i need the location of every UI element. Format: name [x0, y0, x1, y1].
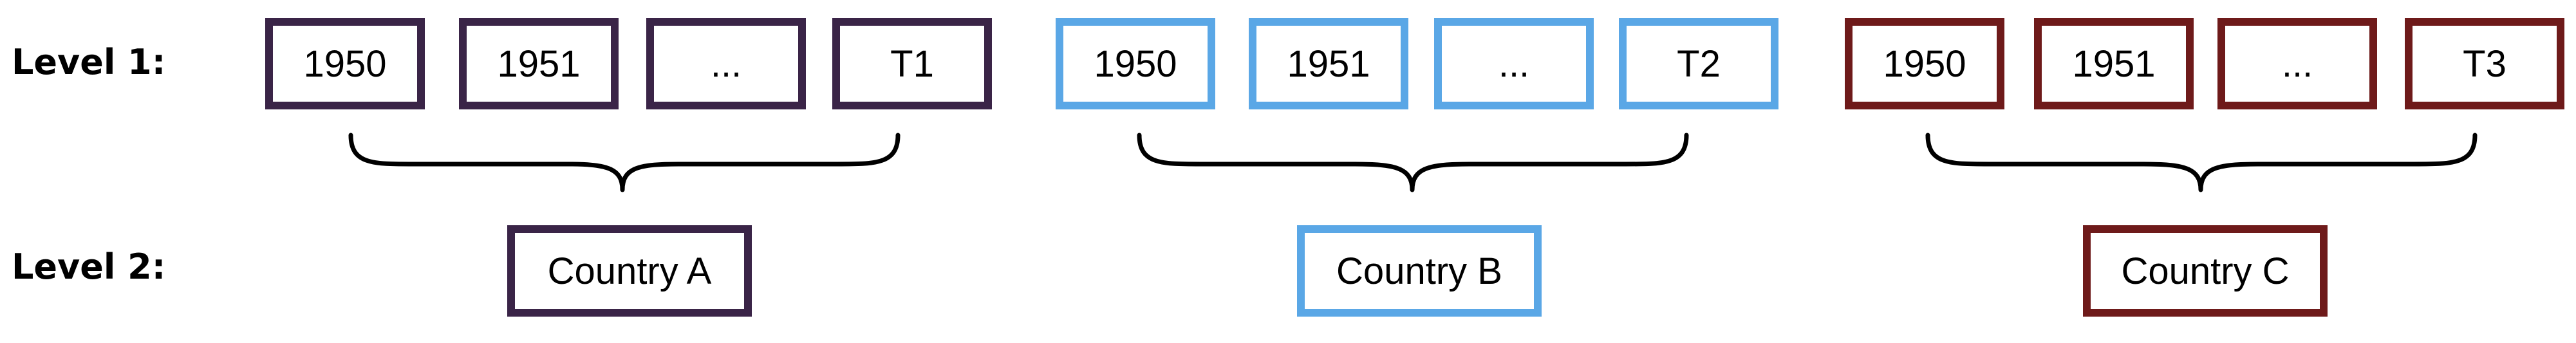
group-a-cell-4: T1 — [832, 18, 992, 109]
group-c-cell-1: 1950 — [1845, 18, 2004, 109]
brace-group-b — [1137, 133, 1689, 192]
level-2-label: Level 2: — [12, 246, 166, 287]
group-b-cell-2: 1951 — [1249, 18, 1408, 109]
group-c-cell-2: 1951 — [2034, 18, 2194, 109]
group-a-cell-1: 1950 — [265, 18, 425, 109]
group-b-cell-3: ... — [1434, 18, 1594, 109]
group-c-cell-3: ... — [2217, 18, 2377, 109]
group-a-cell-3: ... — [646, 18, 806, 109]
group-b-cell-4: T2 — [1619, 18, 1778, 109]
country-b-box: Country B — [1297, 225, 1542, 317]
group-c-cell-4: T3 — [2405, 18, 2564, 109]
brace-group-c — [1925, 133, 2478, 192]
country-c-box: Country C — [2083, 225, 2328, 317]
brace-group-a — [348, 133, 901, 192]
country-a-box: Country A — [507, 225, 752, 317]
group-b-cell-1: 1950 — [1056, 18, 1215, 109]
group-a-cell-2: 1951 — [459, 18, 619, 109]
level-1-label: Level 1: — [12, 42, 166, 82]
